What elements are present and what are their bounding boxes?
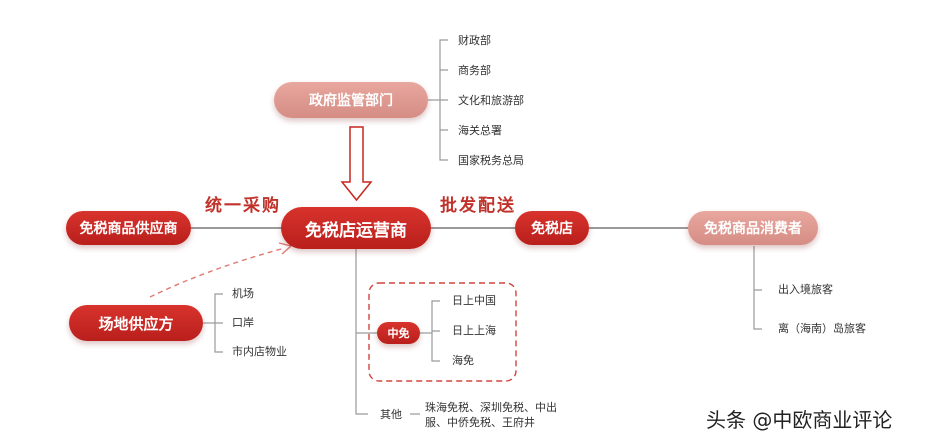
cdfg-item-hainan: 海免 <box>452 354 474 367</box>
cdfg-node: 中免 <box>377 322 420 344</box>
operator-node: 免税店运营商 <box>281 207 431 249</box>
others-description-line2: 服、中侨免税、王府井 <box>425 416 535 429</box>
venue-node: 场地供应方 <box>69 305 203 341</box>
regulator-item-finance: 财政部 <box>458 34 491 47</box>
link-label-wholesale-distribution: 批发配送 <box>440 196 516 216</box>
store-node: 免税店 <box>515 211 589 245</box>
regulator-item-commerce: 商务部 <box>458 64 491 77</box>
link-label-unified-procurement: 统一采购 <box>205 196 281 216</box>
consumer-item-hainan-island: 离（海南）岛旅客 <box>778 322 866 335</box>
consumer-bracket <box>753 246 762 330</box>
watermark: 头条 @中欧商业评论 <box>706 408 893 432</box>
regulator-item-culture-tourism: 文化和旅游部 <box>458 94 524 107</box>
operator-branch <box>355 246 377 415</box>
regulator-item-taxation: 国家税务总局 <box>458 154 524 167</box>
others-label: 其他 <box>380 408 402 421</box>
others-description-line1: 珠海免税、深圳免税、中出 <box>425 401 557 414</box>
venue-dashed-link <box>149 247 286 298</box>
venue-item-downtown: 市内店物业 <box>232 345 287 358</box>
supplier-node: 免税商品供应商 <box>66 211 191 245</box>
venue-item-port: 口岸 <box>232 316 254 329</box>
venue-item-airport: 机场 <box>232 287 254 300</box>
regulation-arrow <box>340 126 373 202</box>
venue-bracket <box>214 293 223 353</box>
consumer-node: 免税商品消费者 <box>688 211 818 245</box>
cdfg-item-sunrise-china: 日上中国 <box>452 294 496 307</box>
cdfg-item-sunrise-shanghai: 日上上海 <box>452 324 496 337</box>
cdfg-bracket <box>431 300 440 362</box>
regulator-item-customs: 海关总署 <box>458 124 502 137</box>
cdfg-group-box <box>368 282 517 382</box>
regulator-node: 政府监管部门 <box>274 82 428 118</box>
consumer-item-cross-border: 出入境旅客 <box>778 283 833 296</box>
regulator-bracket <box>439 39 448 161</box>
